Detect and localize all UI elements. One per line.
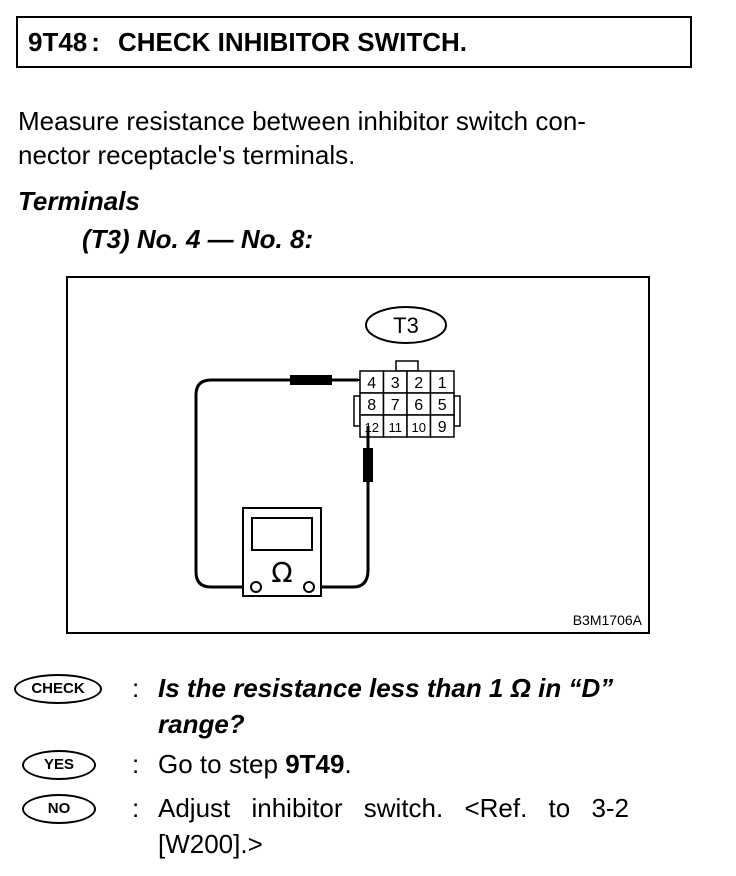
intro-paragraph: Measure resistance between inhibitor swi… [18, 104, 708, 172]
intro-line-1: Measure resistance between inhibitor swi… [18, 106, 586, 136]
yes-row: YES : Go to step 9T49. [14, 746, 714, 782]
no-answer-line-2: [W200].> [158, 829, 263, 859]
cavity-label-8: 8 [367, 397, 376, 414]
probe-right-body [363, 448, 373, 482]
cavity-label-10: 10 [412, 420, 426, 435]
cavity-label-5: 5 [438, 397, 447, 414]
yes-colon: : [132, 749, 140, 779]
cavity-label-3: 3 [391, 375, 400, 392]
lead-wire-right [312, 426, 370, 589]
terminals-heading: Terminals [18, 186, 140, 216]
connector-label-text: T3 [393, 313, 419, 338]
cavity-label-1: 1 [438, 375, 447, 392]
step-title-box: 9T48 : CHECK INHIBITOR SWITCH. [16, 16, 692, 68]
ohm-symbol: Ω [271, 556, 292, 589]
yes-answer: Go to step 9T49. [158, 746, 698, 782]
no-badge: NO [22, 794, 96, 824]
step-number: 9T48 [28, 26, 88, 57]
check-badge: CHECK [14, 674, 102, 704]
connector-latch [395, 360, 419, 372]
cavity-label-6: 6 [414, 397, 423, 414]
step-separator: : [91, 26, 100, 57]
yes-suffix: . [344, 749, 352, 779]
connector-tab-left [353, 395, 361, 427]
no-answer-line-1: Adjust inhibitor switch. <Ref. to 3-2 [158, 793, 630, 823]
yes-text: Go to step [158, 749, 286, 779]
lead-wire-left [194, 378, 358, 589]
cavity-label-2: 2 [414, 375, 423, 392]
yes-badge: YES [22, 750, 96, 780]
step-title: CHECK INHIBITOR SWITCH. [117, 26, 468, 57]
no-answer: Adjust inhibitor switch. <Ref. to 3-2 [W… [158, 790, 698, 862]
no-row: NO : Adjust inhibitor switch. <Ref. to 3… [14, 790, 714, 862]
terminals-spec: (T3) No. 4 — No. 8: [82, 224, 314, 254]
cavity-9 [429, 414, 455, 438]
cavity-label-4: 4 [367, 375, 376, 392]
cavity-label-11: 11 [389, 420, 403, 435]
check-question-line-2: range? [158, 709, 245, 739]
figure-frame [66, 276, 650, 634]
connector-label-ellipse [365, 306, 447, 344]
ohmmeter-display [251, 517, 313, 551]
check-row: CHECK : Is the resistance less than 1 Ω … [14, 670, 714, 742]
cavity-label-9: 9 [438, 419, 447, 436]
check-question-line-1: Is the resistance less than 1 Ω in “D” [158, 673, 614, 703]
yes-target-step: 9T49 [285, 749, 345, 779]
intro-line-2: nector receptacle's terminals. [18, 140, 356, 170]
meter-terminal-right [303, 581, 315, 593]
check-colon: : [132, 673, 140, 703]
connector-tab-right [453, 395, 461, 427]
probe-left-body [290, 375, 332, 385]
no-colon: : [132, 793, 140, 823]
meter-terminal-left [250, 581, 262, 593]
figure-code: B3M1706A [572, 612, 642, 628]
check-question: Is the resistance less than 1 Ω in “D” r… [158, 670, 698, 742]
cavity-label-7: 7 [391, 397, 400, 414]
